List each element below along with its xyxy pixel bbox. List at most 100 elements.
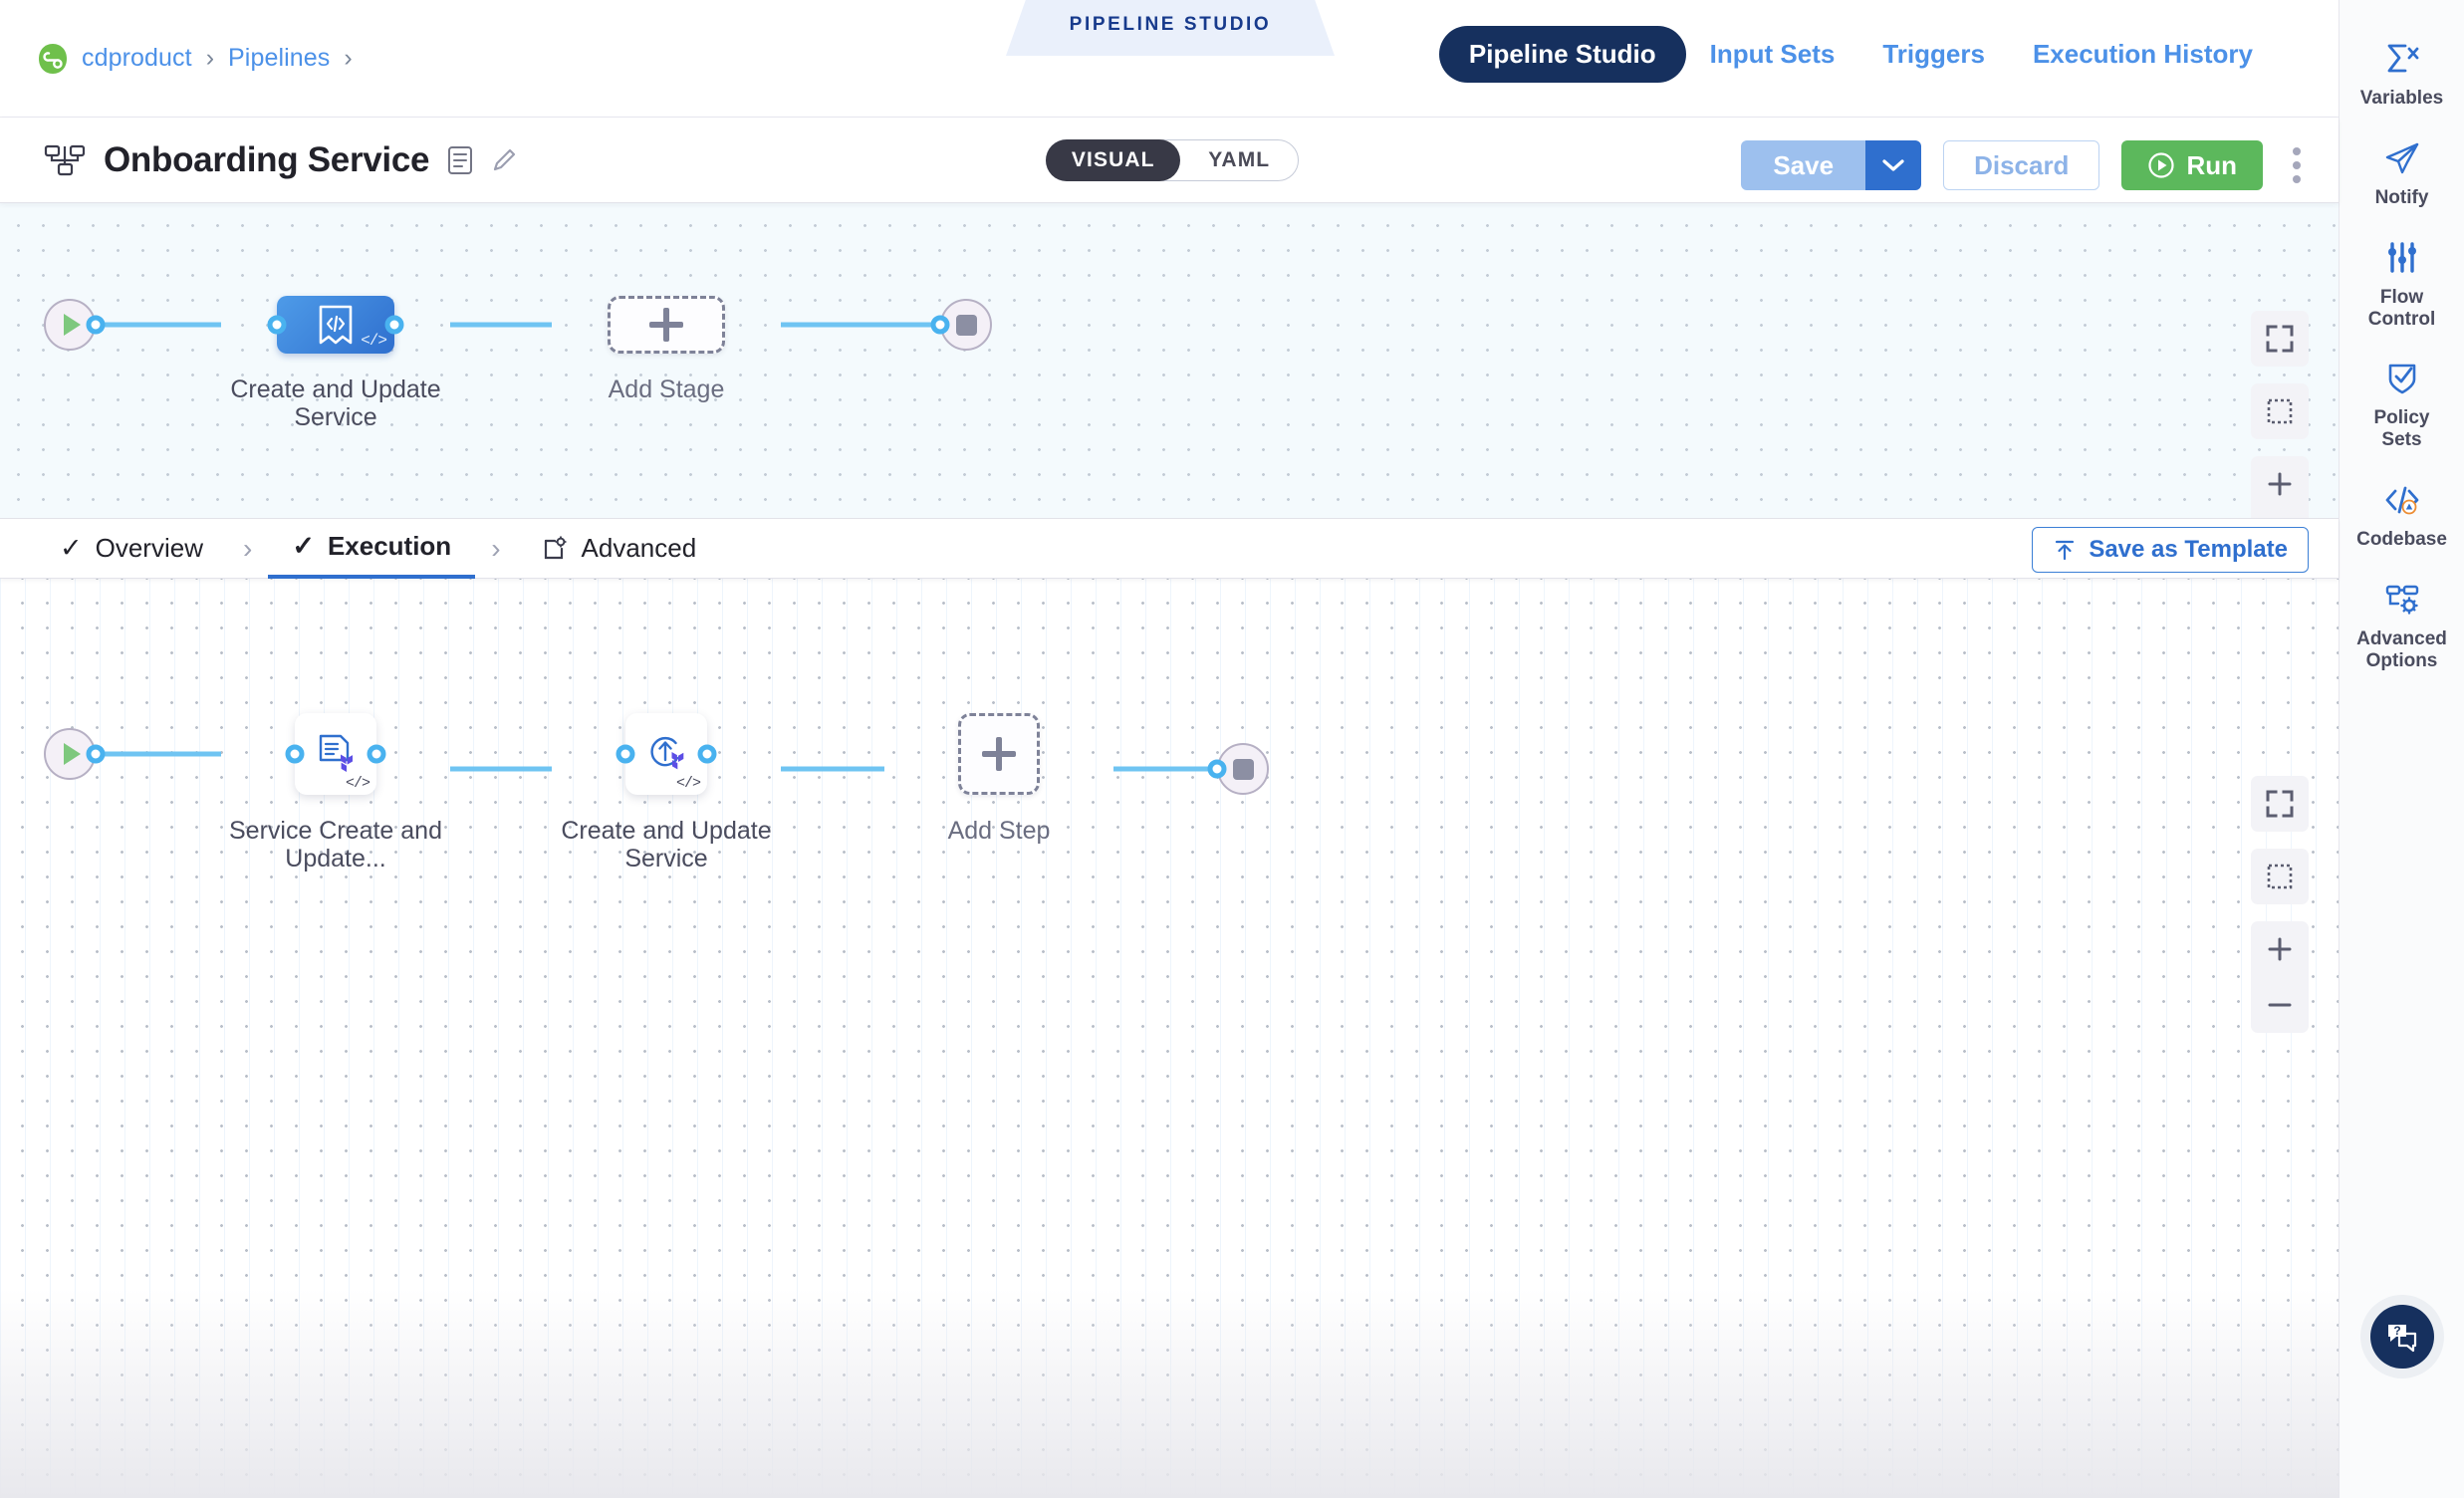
stage-node-create-and-update-service[interactable]: </>: [277, 296, 394, 354]
save-dropdown-chevron-down-icon[interactable]: [1865, 140, 1921, 190]
nav-pipeline-studio[interactable]: Pipeline Studio: [1439, 26, 1686, 83]
stage-node-out-port[interactable]: [385, 316, 404, 335]
right-rail: Variables Notify Flow: [2339, 0, 2464, 1498]
advanced-gear-icon: [541, 535, 569, 563]
stage-zoom-out-button[interactable]: [2251, 512, 2309, 519]
exec-step-1-wrap: </> Service Create and Update...: [221, 713, 450, 873]
nav-execution-history[interactable]: Execution History: [2009, 26, 2277, 83]
add-stage-button[interactable]: [608, 296, 725, 354]
exec-fit-to-screen-button[interactable]: [2251, 776, 2309, 832]
page-title: Onboarding Service: [104, 140, 429, 180]
rail-item-variables[interactable]: Variables: [2340, 24, 2464, 124]
execution-canvas[interactable]: </> Service Create and Update...: [0, 579, 2339, 1498]
rail-item-advanced-options[interactable]: Advanced Options: [2340, 565, 2464, 686]
rail-item-notify[interactable]: Notify: [2340, 124, 2464, 223]
exec-link-3: [781, 743, 884, 795]
stage-start-port[interactable]: [87, 316, 106, 335]
harness-logo-icon: [38, 43, 68, 75]
stage-node-wrap: </> Create and Update Service: [221, 296, 450, 431]
stage-flow: </> Create and Update Service Add Stage: [44, 299, 992, 431]
toggle-visual[interactable]: VISUAL: [1046, 139, 1180, 181]
plus-icon: [982, 737, 1016, 771]
tab-advanced[interactable]: Advanced: [517, 519, 721, 579]
rail-notify-label: Notify: [2375, 187, 2429, 209]
step-2-in-port[interactable]: [616, 745, 635, 764]
pipeline-title-bar: Onboarding Service VISUAL YAML: [0, 118, 2339, 203]
exec-step-2-wrap: </> Create and Update Service: [552, 713, 781, 873]
tab-execution[interactable]: ✓ Execution: [268, 519, 475, 579]
breadcrumb: cdproduct › Pipelines ›: [0, 43, 353, 75]
exec-zoom-in-button[interactable]: [2251, 921, 2309, 977]
pipeline-studio-banner: PIPELINE STUDIO: [1006, 0, 1335, 56]
step-1-out-port[interactable]: [368, 745, 386, 764]
stage-end-port[interactable]: [931, 316, 950, 335]
exec-link-4: [1113, 743, 1217, 795]
breadcrumb-project[interactable]: cdproduct: [82, 44, 192, 73]
codebase-warning-icon: [2382, 481, 2422, 519]
rail-item-policy-sets[interactable]: Policy Sets: [2340, 344, 2464, 465]
help-chat-button[interactable]: ?: [2370, 1305, 2434, 1369]
rail-flow-control-label: Flow Control: [2368, 287, 2436, 331]
exec-link-2: [450, 743, 552, 795]
rail-policy-sets-label: Policy Sets: [2374, 407, 2430, 451]
tab-execution-label: Execution: [328, 531, 451, 562]
visual-yaml-toggle[interactable]: VISUAL YAML: [1046, 139, 1299, 181]
rail-flow-control-line1: Flow: [2380, 287, 2423, 308]
rail-policy-sets-line1: Policy: [2374, 407, 2430, 428]
stage-fit-to-screen-button[interactable]: [2251, 311, 2309, 367]
stage-canvas[interactable]: </> Create and Update Service Add Stage: [0, 203, 2339, 519]
terraform-apply-icon: [642, 730, 690, 778]
kebab-menu-icon[interactable]: [2285, 137, 2309, 193]
exec-select-area-button[interactable]: [2251, 849, 2309, 904]
tab-overview[interactable]: ✓ Overview: [36, 519, 227, 579]
step-1-label: Service Create and Update...: [221, 817, 450, 873]
stage-zoom-in-button[interactable]: [2251, 456, 2309, 512]
exec-end-port[interactable]: [1208, 760, 1227, 779]
exec-zoom-out-button[interactable]: [2251, 977, 2309, 1033]
description-icon[interactable]: [447, 145, 473, 175]
rail-variables-label: Variables: [2360, 88, 2443, 110]
rail-flow-control-line2: Control: [2368, 309, 2436, 330]
toggle-yaml[interactable]: YAML: [1180, 139, 1298, 181]
save-as-template-button[interactable]: Save as Template: [2032, 527, 2309, 573]
pipeline-tree-icon: [44, 143, 86, 177]
breadcrumb-separator-1: ›: [206, 44, 214, 73]
main-column: cdproduct › Pipelines › PIPELINE STUDIO …: [0, 0, 2339, 1498]
help-chat-icon: ?: [2384, 1320, 2420, 1354]
nav-triggers[interactable]: Triggers: [1858, 26, 2009, 83]
add-step-wrap: Add Step: [884, 713, 1113, 845]
play-circle-icon: [2147, 151, 2175, 179]
save-template-icon: [2053, 538, 2077, 562]
step-node-create-and-update-service[interactable]: </>: [625, 713, 707, 795]
tab-overview-label: Overview: [96, 533, 203, 564]
add-stage-label: Add Stage: [552, 375, 781, 403]
exec-start-node-wrap: [44, 728, 96, 780]
check-icon: ✓: [292, 533, 315, 560]
execution-flow: </> Service Create and Update...: [44, 728, 1269, 873]
step-2-template-badge: </>: [676, 775, 700, 792]
exec-end-node-wrap: [1217, 743, 1269, 795]
nav-input-sets[interactable]: Input Sets: [1686, 26, 1859, 83]
top-navigation: Pipeline Studio Input Sets Triggers Exec…: [1439, 26, 2277, 83]
step-1-in-port[interactable]: [286, 745, 305, 764]
rail-item-flow-control[interactable]: Flow Control: [2340, 223, 2464, 345]
shield-check-icon: [2382, 360, 2422, 397]
rail-item-codebase[interactable]: Codebase: [2340, 465, 2464, 565]
step-node-service-create-and-update[interactable]: </>: [295, 713, 376, 795]
stage-select-area-button[interactable]: [2251, 383, 2309, 439]
add-stage-wrap: Add Stage: [552, 296, 781, 403]
add-step-button[interactable]: [958, 713, 1040, 795]
exec-start-port[interactable]: [87, 745, 106, 764]
run-button[interactable]: Run: [2121, 140, 2263, 190]
sliders-icon: [2382, 239, 2422, 277]
pencil-edit-icon[interactable]: [491, 145, 517, 175]
stage-link-3: [781, 299, 940, 351]
breadcrumb-pipelines[interactable]: Pipelines: [228, 44, 330, 73]
check-icon: ✓: [60, 535, 83, 562]
save-button[interactable]: Save: [1741, 140, 1865, 190]
step-2-out-port[interactable]: [698, 745, 717, 764]
discard-button[interactable]: Discard: [1943, 140, 2099, 190]
stage-link-2: [450, 299, 552, 351]
run-button-label: Run: [2186, 150, 2237, 181]
stage-node-in-port[interactable]: [268, 316, 287, 335]
